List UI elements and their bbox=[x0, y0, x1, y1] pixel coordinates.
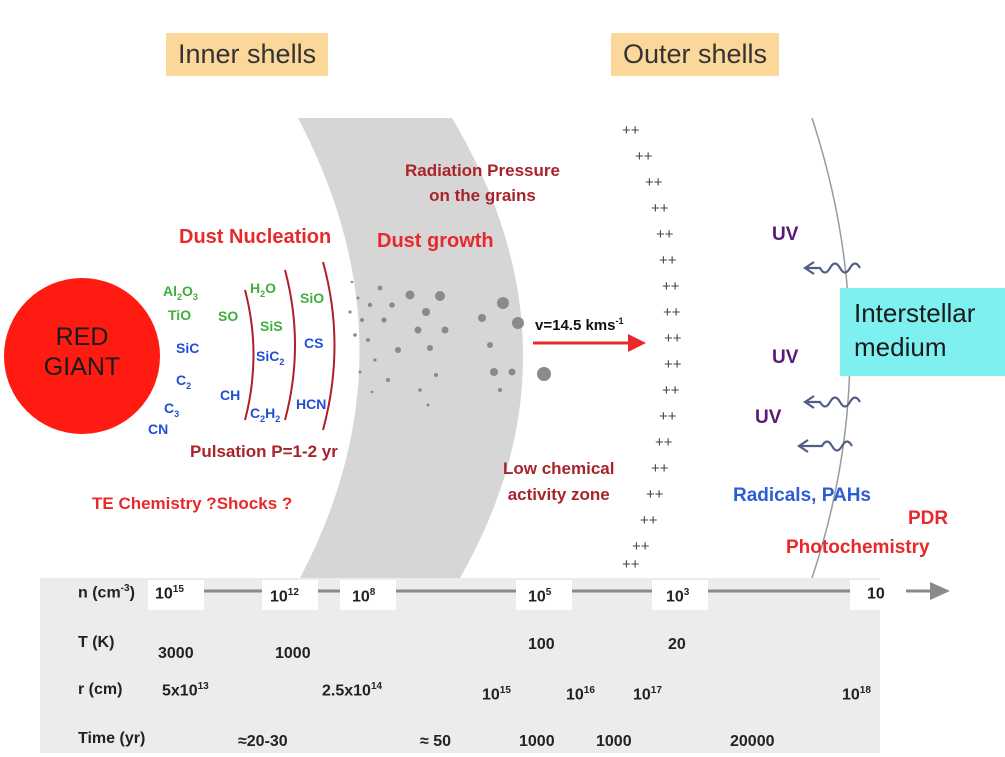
plus-marker: ++ bbox=[645, 174, 663, 191]
molecule-c2: C2 bbox=[176, 372, 192, 391]
plus-marker: ++ bbox=[659, 252, 677, 269]
density-axis-head bbox=[930, 582, 950, 600]
temperature-value: 1000 bbox=[275, 645, 311, 662]
temperature-value: 3000 bbox=[158, 645, 194, 662]
red-giant-label: RED GIANT bbox=[38, 322, 126, 382]
low-chem-line2: activity zone bbox=[507, 485, 610, 504]
radius-value: 1016 bbox=[566, 685, 595, 704]
plus-marker: ++ bbox=[651, 460, 669, 477]
interstellar-medium-box: Interstellar medium bbox=[840, 288, 1005, 376]
uv-label-2: UV bbox=[772, 347, 799, 368]
ism-label-line2: medium bbox=[854, 332, 947, 362]
plus-marker: ++ bbox=[635, 148, 653, 165]
radius-value: 5x1013 bbox=[162, 681, 209, 700]
molecule-ch: CH bbox=[220, 387, 241, 403]
row-label-time: Time (yr) bbox=[78, 730, 146, 747]
molecule-sic: SiC bbox=[176, 340, 200, 356]
time-value: ≈ 50 bbox=[420, 733, 452, 750]
molecule-c3: C3 bbox=[164, 400, 180, 419]
plus-marker: ++ bbox=[664, 330, 682, 347]
dust-shell-band bbox=[298, 118, 524, 578]
pulsation-arc-1 bbox=[244, 289, 255, 421]
time-value: 1000 bbox=[519, 733, 555, 750]
plus-marker: ++ bbox=[632, 538, 650, 555]
uv-label-1: UV bbox=[772, 224, 799, 245]
plus-marker: ++ bbox=[663, 304, 681, 321]
red-giant-label-line1: RED bbox=[55, 323, 109, 351]
plus-marker: ++ bbox=[646, 486, 664, 503]
ism-label-line1: Interstellar bbox=[854, 298, 976, 328]
radius-value: 2.5x1014 bbox=[322, 681, 383, 700]
row-label-temperature: T (K) bbox=[78, 634, 115, 651]
density-value: 108 bbox=[352, 587, 376, 606]
plus-marker: ++ bbox=[622, 122, 640, 139]
row-label-radius: r (cm) bbox=[78, 681, 123, 698]
plus-marker: ++ bbox=[659, 408, 677, 425]
pdr-label: PDR bbox=[908, 508, 949, 529]
radius-value: 1017 bbox=[633, 685, 662, 704]
molecule-h2o: H2O bbox=[250, 280, 277, 299]
radiation-pressure-line2: on the grains bbox=[429, 186, 536, 205]
pulsation-label: Pulsation P=1-2 yr bbox=[190, 442, 338, 461]
molecule-sio: SiO bbox=[300, 290, 325, 306]
plus-marker: ++ bbox=[662, 382, 680, 399]
red-giant-star bbox=[4, 278, 160, 434]
molecule-hcn: HCN bbox=[296, 396, 327, 412]
inner-shells-header: Inner shells bbox=[166, 33, 329, 76]
plus-marker: ++ bbox=[662, 278, 680, 295]
radicals-pahs-label: Radicals, PAHs bbox=[733, 485, 871, 506]
density-value: 105 bbox=[528, 587, 552, 606]
temperature-value: 100 bbox=[528, 636, 555, 653]
molecule-cs: CS bbox=[304, 335, 324, 351]
molecule-c2h2: C2H2 bbox=[250, 405, 281, 424]
dust-nucleation-label: Dust Nucleation bbox=[179, 226, 332, 248]
uv-label-3: UV bbox=[755, 407, 782, 428]
molecule-so: SO bbox=[218, 308, 239, 324]
red-giant-label-line2: GIANT bbox=[43, 353, 121, 381]
pulsation-arc-3 bbox=[322, 261, 336, 431]
plus-marker: ++ bbox=[622, 556, 640, 573]
time-value: ≈20-30 bbox=[238, 733, 288, 750]
velocity-exponent: -1 bbox=[615, 316, 624, 326]
molecule-tio: TiO bbox=[168, 307, 192, 323]
velocity-arrow-head bbox=[628, 334, 646, 352]
low-chemical-activity-label: Low chemical activity zone bbox=[503, 456, 614, 508]
molecule-al2o3: Al2O3 bbox=[163, 283, 198, 302]
density-value: 1015 bbox=[155, 584, 184, 603]
plus-marker: ++ bbox=[655, 434, 673, 451]
row-label-density: n (cm-3) bbox=[78, 583, 135, 602]
radius-value: 1018 bbox=[842, 685, 871, 704]
density-value: 1012 bbox=[270, 587, 299, 606]
photochemistry-label: Photochemistry bbox=[786, 537, 930, 558]
plus-marker: ++ bbox=[664, 356, 682, 373]
density-value: 10 bbox=[867, 585, 885, 603]
te-chemistry-label: TE Chemistry ?Shocks ? bbox=[92, 494, 293, 513]
radiation-pressure-label: Radiation Pressure on the grains bbox=[405, 158, 560, 208]
velocity-text: v=14.5 kms bbox=[535, 317, 616, 334]
radiation-pressure-line1: Radiation Pressure bbox=[405, 161, 560, 180]
plus-marker: ++ bbox=[651, 200, 669, 217]
uv-photon-arrows bbox=[797, 261, 861, 453]
velocity-label: v=14.5 kms-1 bbox=[535, 316, 624, 334]
outer-shells-header: Outer shells bbox=[611, 33, 780, 76]
plus-marker: ++ bbox=[640, 512, 658, 529]
density-value: 103 bbox=[666, 587, 690, 606]
plus-marker: ++ bbox=[656, 226, 674, 243]
dust-particles bbox=[348, 280, 551, 407]
molecule-cn: CN bbox=[148, 421, 169, 437]
low-chem-line1: Low chemical bbox=[503, 459, 615, 478]
molecule-sic2: SiC2 bbox=[256, 348, 285, 367]
radius-value: 1015 bbox=[482, 685, 511, 704]
time-value: 1000 bbox=[596, 733, 632, 750]
molecule-sis: SiS bbox=[260, 318, 283, 334]
dust-growth-label: Dust growth bbox=[377, 230, 494, 252]
temperature-value: 20 bbox=[668, 636, 686, 653]
pulsation-arc-2 bbox=[284, 269, 296, 421]
time-value: 20000 bbox=[730, 733, 775, 750]
